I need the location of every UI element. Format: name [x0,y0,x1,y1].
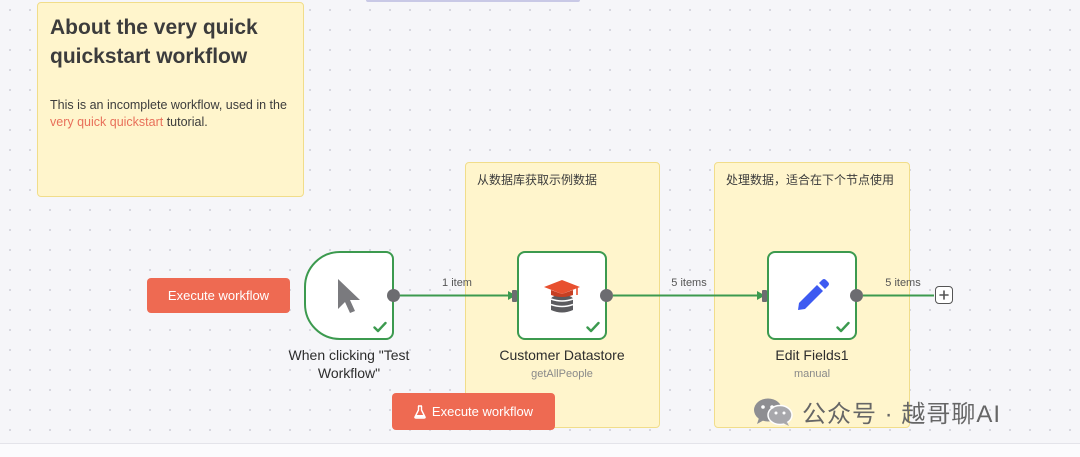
edit-output-port[interactable] [850,289,863,302]
sticky-note-about[interactable]: About the very quick quickstart workflow… [37,2,304,197]
sticky-about-title: About the very quick quickstart workflow [50,16,258,68]
quickstart-tutorial-link[interactable]: very quick quickstart [50,115,164,129]
execute-main-label: Execute workflow [431,404,534,419]
top-tab-indicator [366,0,580,2]
plus-icon [939,290,949,300]
sticky-process-text: 处理数据，适合在下个节点使用 [726,173,895,187]
edge-label-2: 5 items [671,277,707,289]
trigger-output-port[interactable] [387,289,400,302]
wechat-icon [754,398,793,426]
sticky-fetch-text: 从数据库获取示例数据 [477,173,598,187]
edit-input-port[interactable] [762,289,767,302]
pencil-icon [798,278,829,310]
add-node-button[interactable] [935,286,953,304]
execute-workflow-trigger-button[interactable]: Execute workflow [147,278,290,313]
flask-icon [414,404,426,419]
edge-label-1: 1 item [442,277,472,289]
edit-node-title: Edit Fields1 [775,347,849,363]
datastore-input-port[interactable] [512,289,517,302]
trigger-node-title: When clicking "Test Workflow" [288,347,410,381]
check-icon [586,321,600,333]
datastore-node-subtitle: getAllPeople [531,368,593,380]
sticky-about-text-after: tutorial. [163,115,208,129]
datastore-output-port[interactable] [600,289,613,302]
edit-node-subtitle: manual [793,368,831,380]
node-edit-fields[interactable] [767,251,857,340]
check-icon [836,321,850,333]
watermark-text: 公众号 · 越哥聊AI [802,401,1002,428]
execute-workflow-button[interactable]: Execute workflow [392,393,555,430]
sticky-about-text: This is an incomplete workflow, used in … [50,97,291,131]
datastore-node-title: Customer Datastore [499,347,625,363]
check-icon [373,321,387,333]
execute-trigger-label: Execute workflow [167,288,270,303]
sticky-about-text-before: This is an incomplete workflow, used in … [50,98,287,112]
node-customer-datastore[interactable] [517,251,607,340]
bottom-panel-edge [0,443,1080,457]
edge-label-3: 5 items [885,277,921,289]
watermark: 公众号 · 越哥聊AI [752,394,1001,429]
cursor-arrow-icon [338,278,360,313]
node-trigger[interactable] [304,251,394,340]
database-icon [544,279,580,312]
